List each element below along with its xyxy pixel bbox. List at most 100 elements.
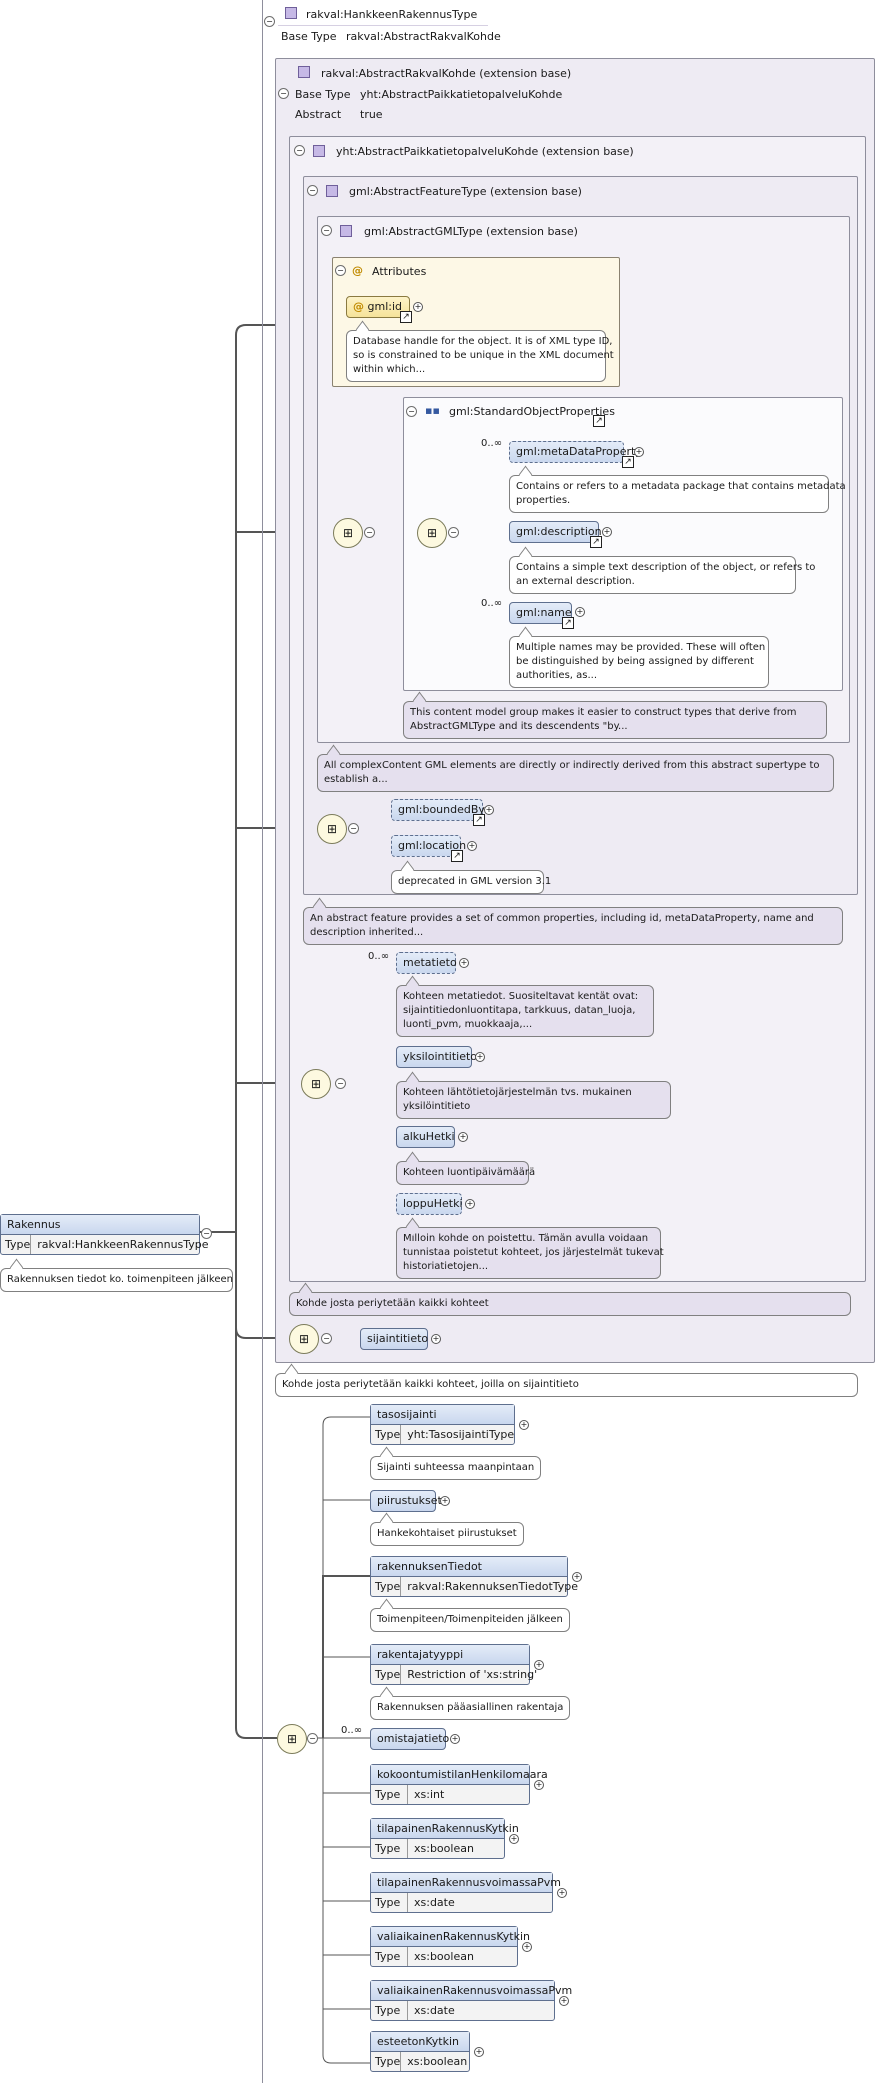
paikkatieto-title: yht:AbstractPaikkatietopalveluKohde (ext… [336, 145, 634, 158]
collapse-icon[interactable]: − [307, 1733, 318, 1744]
yksilointitieto-element[interactable]: yksilointitieto [396, 1046, 477, 1068]
sijaintitieto-element[interactable]: sijaintitieto [360, 1328, 428, 1350]
expand-icon[interactable]: + [534, 1660, 544, 1670]
expand-icon[interactable]: + [534, 1780, 544, 1790]
metatieto-note: Kohteen metatiedot. Suositeltavat kentät… [396, 985, 654, 1037]
gml-metadataproperty-element[interactable]: gml:metaDataProperty [509, 441, 642, 463]
expand-icon[interactable]: + [467, 841, 477, 851]
expand-icon[interactable]: + [557, 1888, 567, 1898]
expand-icon[interactable]: + [413, 302, 423, 312]
type-value: xs:boolean [414, 1842, 474, 1855]
element-piirustukset[interactable]: piirustukset [370, 1490, 442, 1512]
collapse-icon[interactable]: − [201, 1228, 212, 1239]
expand-icon[interactable]: + [602, 527, 612, 537]
element-omistajatieto[interactable]: omistajatieto [370, 1728, 449, 1750]
base-type-value: rakval:AbstractRakvalKohde [346, 30, 501, 43]
expand-icon[interactable]: + [431, 1334, 441, 1344]
type-label: Type [371, 1893, 408, 1912]
gml-id-note: Database handle for the object. It is of… [346, 330, 614, 382]
expand-icon[interactable]: + [440, 1496, 450, 1506]
location-note: deprecated in GML version 3.1 [391, 870, 551, 894]
collapse-icon[interactable]: − [278, 88, 289, 99]
sequence-compositor-icon[interactable]: ⊞ [317, 814, 347, 844]
expand-icon[interactable]: + [475, 1052, 485, 1062]
type-label: Type [371, 1785, 408, 1804]
occurrence-label: 0..∞ [481, 598, 503, 609]
expand-icon[interactable]: + [459, 958, 469, 968]
collapse-icon[interactable]: − [448, 527, 459, 538]
gml-boundedby-element[interactable]: gml:boundedBy [391, 799, 485, 821]
element-note: Sijainti suhteessa maanpintaan [370, 1456, 542, 1480]
gml-name-element[interactable]: gml:name [509, 602, 572, 624]
base-type-label: Base Type [295, 88, 351, 101]
expand-icon[interactable]: + [559, 1996, 569, 2006]
expand-icon[interactable]: + [575, 607, 585, 617]
expand-icon[interactable]: + [634, 447, 644, 457]
gml-id-label: gml:id [367, 300, 403, 313]
element-name: kokoontumistilanHenkilomaara [371, 1765, 548, 1785]
expand-icon[interactable]: + [519, 1420, 529, 1430]
element-name: rakennuksenTiedot [371, 1557, 567, 1577]
collapse-icon[interactable]: − [364, 527, 375, 538]
reference-arrow-icon[interactable]: ↗ [590, 536, 602, 548]
description-note: Contains a simple text description of th… [509, 556, 815, 594]
collapse-icon[interactable]: − [321, 1333, 332, 1344]
reference-arrow-icon[interactable]: ↗ [451, 850, 463, 862]
element-name: tilapainenRakennusvoimassaPvm [371, 1873, 561, 1893]
type-value: rakval:HankkeenRakennusType [37, 1238, 209, 1251]
feature-note: An abstract feature provides a set of co… [303, 907, 843, 945]
element-name: valiaikainenRakennusKytkin [371, 1927, 530, 1947]
reference-arrow-icon[interactable]: ↗ [400, 311, 412, 323]
expand-icon[interactable]: + [572, 1572, 582, 1582]
type-label: Type [371, 1425, 402, 1444]
sequence-compositor-icon[interactable]: ⊞ [289, 1324, 319, 1354]
reference-arrow-icon[interactable]: ↗ [473, 814, 485, 826]
metatieto-element[interactable]: metatieto [396, 952, 457, 974]
expand-icon[interactable]: + [484, 805, 494, 815]
occurrence-label: 0..∞ [341, 1725, 363, 1736]
abstract-rakval-title: rakval:AbstractRakvalKohde (extension ba… [321, 67, 572, 80]
sequence-compositor-icon[interactable]: ⊞ [417, 518, 447, 548]
collapse-icon[interactable]: − [406, 406, 417, 417]
reference-arrow-icon[interactable]: ↗ [593, 415, 605, 427]
type-label: Type [1, 1235, 32, 1254]
expand-icon[interactable]: + [458, 1132, 468, 1142]
reference-arrow-icon[interactable]: ↗ [562, 617, 574, 629]
sequence-compositor-icon[interactable]: ⊞ [277, 1724, 307, 1754]
collapse-icon[interactable]: − [294, 145, 305, 156]
expand-icon[interactable]: + [509, 1834, 519, 1844]
collapse-icon[interactable]: − [335, 265, 346, 276]
collapse-icon[interactable]: − [321, 225, 332, 236]
root-type-name: rakval:HankkeenRakennusType [306, 8, 478, 21]
sequence-compositor-icon[interactable]: ⊞ [333, 518, 363, 548]
loppuhetki-element[interactable]: loppuHetki [396, 1193, 463, 1215]
expand-icon[interactable]: + [450, 1734, 460, 1744]
sequence-compositor-icon[interactable]: ⊞ [301, 1069, 331, 1099]
expand-icon[interactable]: + [474, 2047, 484, 2057]
attributes-title: Attributes [372, 265, 427, 278]
reference-arrow-icon[interactable]: ↗ [622, 456, 634, 468]
alkuhetki-element[interactable]: alkuHetki [396, 1126, 455, 1148]
collapse-icon[interactable]: − [335, 1078, 346, 1089]
element-name: tasosijainti [371, 1405, 514, 1425]
collapse-icon[interactable]: − [307, 185, 318, 196]
collapse-icon[interactable]: − [264, 16, 275, 27]
element-name: rakentajatyyppi [371, 1645, 529, 1665]
gml-id-attribute[interactable]: @ gml:id [346, 296, 410, 318]
gml-description-element[interactable]: gml:description [509, 521, 602, 543]
gml-location-element[interactable]: gml:location [391, 835, 466, 857]
expand-icon[interactable]: + [522, 1942, 532, 1952]
expand-icon[interactable]: + [465, 1199, 475, 1209]
type-label: Type [371, 1665, 402, 1684]
collapse-icon[interactable]: − [348, 823, 359, 834]
